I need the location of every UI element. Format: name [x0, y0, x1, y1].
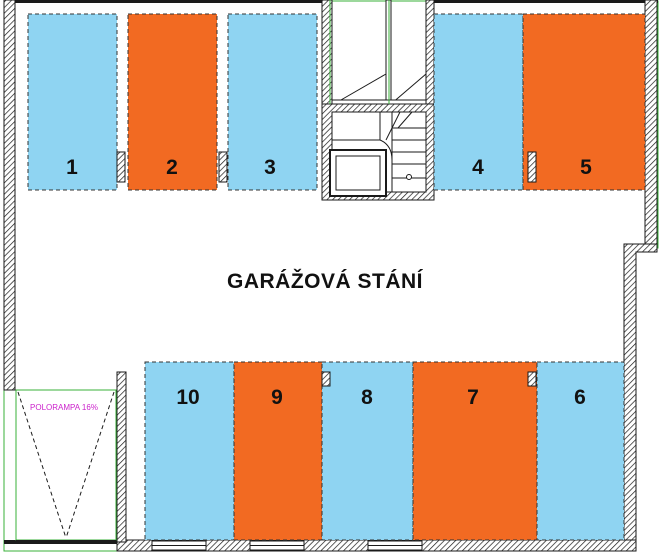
stall-9: 9	[233, 361, 323, 541]
stall-1: 1	[27, 13, 118, 191]
wall-ramp-side	[116, 371, 127, 543]
stall-1-area	[27, 13, 118, 191]
stall-7-number: 7	[467, 386, 479, 409]
stall-5-area	[522, 13, 646, 191]
column	[321, 371, 331, 387]
stall-6-area	[536, 361, 625, 541]
stall-7: 7	[412, 361, 538, 541]
stall-8: 8	[321, 361, 414, 541]
ramp-area	[15, 389, 117, 541]
stall-9-number: 9	[271, 386, 283, 409]
stall-10: 10	[144, 361, 235, 541]
column	[116, 151, 126, 183]
stairwell-upper-right-wall	[425, 0, 435, 105]
stall-4: 4	[433, 13, 524, 191]
stall-7-area	[412, 361, 538, 541]
wall-right-step	[623, 243, 658, 541]
stall-1-number: 1	[66, 156, 78, 179]
wall-top-left	[4, 0, 322, 3]
top-stalls: 1 2 3 4 5	[27, 13, 646, 191]
stall-3-number: 3	[264, 156, 276, 179]
stall-6-number: 6	[574, 386, 586, 409]
bottom-columns	[321, 371, 537, 387]
bottom-stalls: 10 9 8 7 6	[144, 361, 625, 541]
wall-left	[3, 0, 16, 391]
stall-4-number: 4	[472, 156, 484, 179]
stall-5-number: 5	[580, 156, 592, 179]
stall-4-area	[433, 13, 524, 191]
stall-2-area	[127, 13, 218, 191]
column	[527, 371, 537, 387]
stall-2-number: 2	[166, 156, 178, 179]
stall-3: 3	[227, 13, 318, 191]
ramp: POLORAMPA 16%	[15, 389, 117, 542]
ramp-label: POLORAMPA 16%	[30, 403, 98, 412]
stall-2: 2	[127, 13, 218, 191]
stall-8-number: 8	[361, 386, 373, 409]
stair-core	[321, 0, 435, 201]
stall-5: 5	[522, 13, 646, 191]
stall-10-area	[144, 361, 235, 541]
stair-steps	[332, 111, 426, 192]
windows	[151, 540, 423, 551]
top-columns	[116, 151, 537, 183]
wall-right-upper	[644, 0, 658, 245]
area-title: GARÁŽOVÁ STÁNÍ	[227, 269, 424, 293]
stall-10-number: 10	[176, 386, 199, 409]
stall-6: 6	[536, 361, 625, 541]
stall-9-area	[233, 361, 323, 541]
stall-8-area	[321, 361, 414, 541]
column	[527, 151, 537, 183]
wall-top-right	[432, 0, 658, 3]
stall-3-area	[227, 13, 318, 191]
column	[218, 151, 228, 183]
